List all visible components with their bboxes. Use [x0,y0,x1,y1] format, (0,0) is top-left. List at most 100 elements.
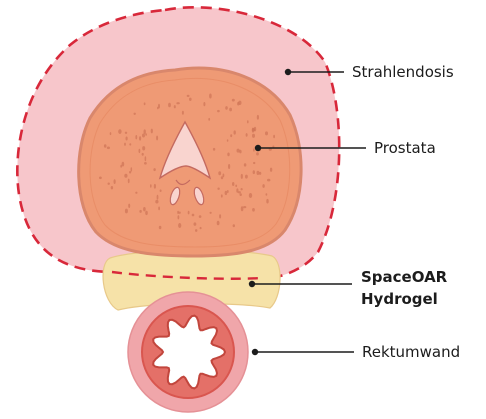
prostate-speckle [160,189,162,192]
prostate-speckle [217,188,219,190]
prostate-speckle [252,134,255,138]
label-rektumwand: Rektumwand [362,343,460,361]
prostate-speckle [265,131,268,135]
prostate-speckle [142,134,145,138]
prostate-speckle [131,167,133,171]
prostate-speckle [114,179,116,184]
prostate-speckle [229,108,232,112]
prostate-speckle [244,163,247,166]
prostate-speckle [241,206,244,211]
prostate-speckle [273,135,275,138]
prostate-speckle [139,210,141,213]
prostate-speckle [217,110,220,112]
prostate-speckle [253,170,255,174]
prostate-speckle [237,149,240,153]
prostate-speckle [270,168,272,172]
prostate-speckle [124,143,126,146]
prostate-speckle [145,211,148,215]
prostate-speckle [237,102,239,106]
prostate-speckle [194,222,197,225]
prostate-speckle [144,162,147,165]
prostate-speckle [150,184,152,187]
prostate-speckle [225,191,228,195]
prostate-speckle [187,95,190,97]
prostate-speckle [145,133,147,136]
prostate-speckle [158,207,160,211]
prostate-speckle [240,193,242,196]
prostate-speckle [246,133,248,137]
prostate-speckle [232,99,235,102]
prostate-speckle [200,227,202,229]
prostate-speckle [218,171,221,175]
prostate-speckle [110,132,112,135]
prostate-speckle [157,107,159,110]
prostate-speckle [99,177,102,180]
prostate-speckle [213,148,215,151]
prostate-speckle [253,162,255,164]
prostate-speckle [129,171,131,174]
prostate-speckle [135,135,137,139]
prostate-speckle [157,195,159,200]
prostate-speckle [262,184,264,188]
prostate-speckle [235,185,237,188]
prostate-speckle [221,194,223,197]
prostate-speckle [233,224,235,227]
prostate-speckle [223,174,225,178]
prostate-speckle [125,132,127,134]
prostate-speckle [139,149,141,153]
prostate-speckle [174,105,176,108]
prostate-speckle [135,192,137,194]
prostate-speckle [219,214,221,218]
prostate-speckle [228,164,230,169]
prostate-speckle [107,147,110,150]
prostate-speckle [111,186,113,189]
prostate-speckle [179,212,181,214]
dot-rektumwand [252,349,258,355]
prostate-speckle [126,137,128,141]
label-spaceoar: SpaceOAR [361,268,447,286]
prostate-speckle [129,143,131,145]
prostate-speckle [225,106,228,110]
prostate-speckle [139,136,141,140]
prostate-speckle [243,206,246,208]
prostate-speckle [252,208,255,212]
prostate-speckle [189,98,192,101]
dot-hydrogel [249,281,255,287]
prostate-speckle [192,214,195,217]
prostate-speckle [253,148,255,151]
prostate-speckle [134,113,136,115]
prostate-speckle [266,199,268,204]
prostate-speckle [256,152,259,155]
prostate-speckle [168,103,171,108]
prostate-speckle [241,188,243,190]
prostate-speckle [266,193,268,195]
prostate-speckle [144,129,146,134]
prostate-speckle [209,94,212,99]
prostate-speckle [153,168,155,171]
prostate-speckle [188,211,190,215]
prostate-speckle [203,102,205,106]
prostate-speckle [232,182,234,186]
prostate-speckle [176,102,179,104]
prostate-speckle [159,226,162,229]
dot-prostata [255,145,261,151]
prostate-speckle [178,223,181,228]
prostate-speckle [247,120,249,123]
prostate-speckle [118,129,121,134]
prostate-speckle [108,183,110,185]
prostate-speckle [122,162,125,167]
prostate-speckle [199,215,202,218]
prostate-speckle [178,215,180,219]
prostate-speckle [142,146,145,150]
prostate-speckle [241,174,243,179]
label-prostata: Prostata [374,139,436,157]
prostate-speckle [142,153,144,156]
prostate-speckle [210,212,212,214]
label-hydrogel: Hydrogel [361,290,438,308]
prostate-speckle [155,200,158,204]
prostate-speckle [227,139,229,142]
prostate-speckle [249,193,252,198]
prostate-speckle [156,136,158,141]
prostate-speckle [128,204,130,208]
